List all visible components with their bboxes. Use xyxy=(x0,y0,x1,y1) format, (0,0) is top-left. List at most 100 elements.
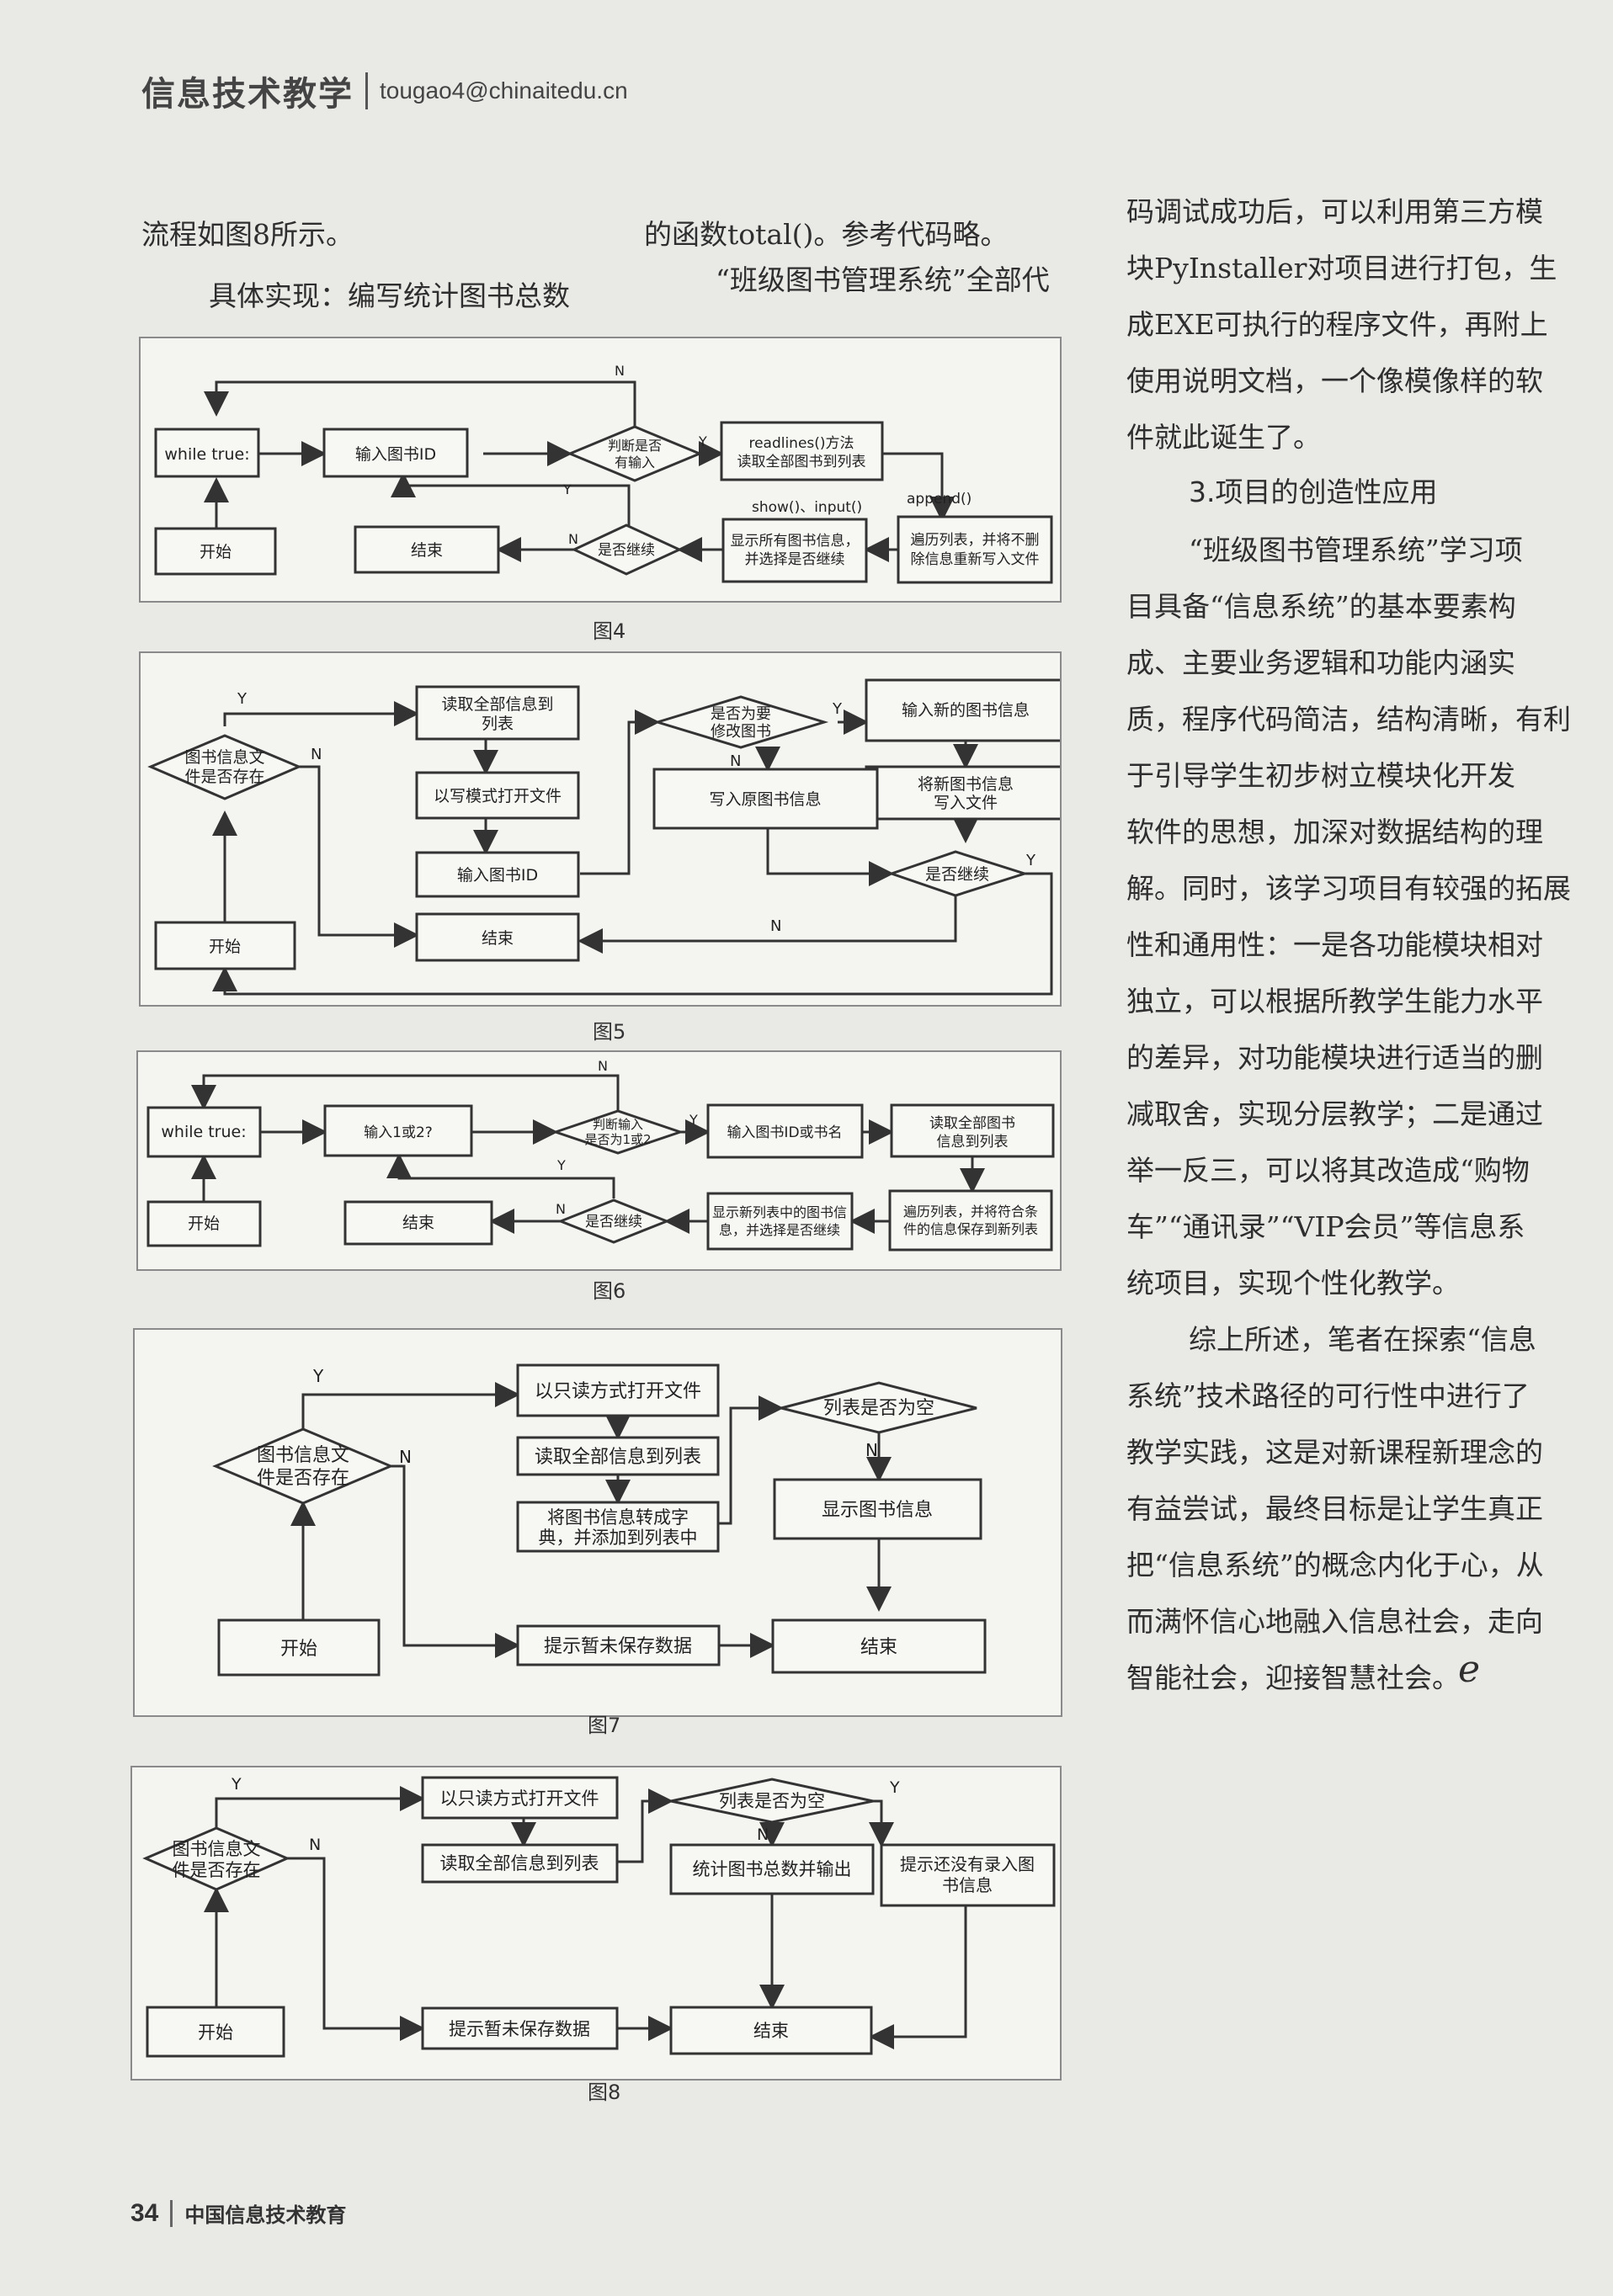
yes-label: Y xyxy=(312,1366,324,1386)
figure-5-caption: 图5 xyxy=(593,1020,626,1044)
nosave-box xyxy=(421,2006,619,2050)
modify-label: 修改图书 xyxy=(711,723,771,741)
start-box xyxy=(154,527,277,576)
is-target-decision xyxy=(652,695,829,749)
list-empty-label: 列表是否为空 xyxy=(823,1398,934,1419)
yes-label: Y xyxy=(698,433,707,449)
right-line: 有益尝试，最终目标是让学生真正 xyxy=(1126,1492,1543,1525)
start-label: 开始 xyxy=(198,2022,233,2043)
read-all-label: 读取全部信息到 xyxy=(441,695,553,714)
judge-label: 判断输入 xyxy=(593,1117,643,1132)
open-read-box xyxy=(516,1363,720,1417)
yes-label: Y xyxy=(889,1778,900,1797)
count-box xyxy=(669,1843,875,1895)
input-id-name-box xyxy=(706,1103,864,1159)
right-line: 块PyInstaller对项目进行打包，生 xyxy=(1126,252,1557,284)
end-label: 结束 xyxy=(402,1214,434,1232)
list-empty-decision xyxy=(670,1778,874,1824)
right-line: 性和通用性：一是各功能模块相对 xyxy=(1126,928,1543,961)
read-all-label: 读取全部信息到列表 xyxy=(440,1853,599,1873)
right-line: 综上所述，笔者在探索“信息 xyxy=(1189,1323,1536,1356)
write-orig-label: 写入原图书信息 xyxy=(709,790,821,809)
figure-4-caption: 图4 xyxy=(593,619,626,643)
left-text-line-2: 具体实现：编写统计图书总数 xyxy=(209,279,570,312)
show-new-label: 显示新列表中的图书信 xyxy=(712,1204,847,1220)
no-label: N xyxy=(865,1440,878,1460)
start-box xyxy=(146,1200,262,1247)
no-label: N xyxy=(309,1836,321,1854)
right-line: 智能社会，迎接智慧社会。 xyxy=(1126,1661,1460,1694)
page-footer: 34 中国信息技术教育 xyxy=(130,2198,346,2228)
file-exists-decision xyxy=(147,734,302,800)
end-label: 结束 xyxy=(753,2021,789,2041)
no-label: N xyxy=(399,1447,412,1467)
to-dict-box xyxy=(516,1501,720,1553)
page-header: 信息技术教学 tougao4@chinaitedu.cn xyxy=(141,66,628,116)
figure-7: 图书信息文 件是否存在 以只读方式打开文件 读取全部信息到列表 将图书信息转成字… xyxy=(133,1328,1062,1717)
right-line: 的差异，对功能模块进行适当的删 xyxy=(1126,1041,1543,1074)
to-dict-label: 将图书信息转成字 xyxy=(547,1507,689,1528)
no-label: N xyxy=(311,746,322,763)
right-line: 把“信息系统”的概念内化于心，从 xyxy=(1126,1549,1544,1581)
end-label: 结束 xyxy=(482,929,514,948)
exists-label: 图书信息文 xyxy=(173,1839,261,1859)
figure-8-caption: 图8 xyxy=(588,2081,621,2104)
no-label: N xyxy=(598,1058,608,1074)
exists-label: 图书信息文 xyxy=(257,1445,349,1466)
right-line: 码调试成功后，可以利用第三方模 xyxy=(1126,195,1543,228)
input-new-label: 输入新的图书信息 xyxy=(902,701,1030,720)
submission-email: tougao4@chinaitedu.cn xyxy=(380,77,628,104)
yes-label: Y xyxy=(237,690,248,708)
no-label: N xyxy=(568,531,578,547)
magazine-name: 中国信息技术教育 xyxy=(184,2203,347,2227)
read-all-label: 信息到列表 xyxy=(937,1134,1009,1151)
while-label: while true: xyxy=(161,1123,246,1141)
figure-4: while true: 输入图书ID 判断是否 有输入 readlines()方… xyxy=(139,337,1062,603)
read-all-box xyxy=(890,1103,1055,1158)
judge-label: 有输入 xyxy=(615,454,655,470)
count-label: 统计图书总数并输出 xyxy=(693,1859,852,1879)
no-label: N xyxy=(615,363,625,379)
right-line: 质，程序代码简洁，结构清晰，有利 xyxy=(1126,703,1571,736)
continue-label: 是否继续 xyxy=(598,542,655,559)
end-label: 结束 xyxy=(860,1637,897,1658)
append-label: append() xyxy=(907,491,972,508)
right-line: 统项目，实现个性化教学。 xyxy=(1126,1267,1460,1299)
read-all-box xyxy=(516,1436,720,1476)
right-line: 而满怀信心地融入信息社会，走向 xyxy=(1126,1605,1543,1638)
figure-5: 图书信息文 件是否存在 读取全部信息到 列表 以写模式打开文件 输入图书ID 是… xyxy=(139,651,1062,1007)
input-check-decision xyxy=(551,1109,684,1155)
write-orig-box xyxy=(652,768,879,830)
while-label: while true: xyxy=(164,445,249,464)
right-line: 独立，可以根据所教学生能力水平 xyxy=(1126,985,1543,1018)
figure-7-caption: 图7 xyxy=(588,1714,621,1737)
page-number: 34 xyxy=(130,2198,159,2227)
read-all-label: 读取全部信息到列表 xyxy=(535,1447,701,1468)
open-read-label: 以只读方式打开文件 xyxy=(535,1381,701,1402)
right-line: 使用说明文档，一个像模像样的软 xyxy=(1126,364,1543,397)
judge-label: 是否为1或2 xyxy=(584,1132,651,1147)
exists-label: 件是否存在 xyxy=(173,1860,261,1880)
traverse-label: 件的信息保存到新列表 xyxy=(903,1221,1038,1237)
end-box xyxy=(343,1200,493,1246)
end-box xyxy=(669,2006,873,2055)
header-divider xyxy=(365,72,368,109)
yes-label: Y xyxy=(689,1112,698,1128)
modify-label: 是否为要 xyxy=(711,705,771,723)
right-line: 于引导学生初步树立模块化开发 xyxy=(1126,759,1515,792)
right-line: 件就此诞生了。 xyxy=(1126,421,1321,454)
while-box xyxy=(146,1106,262,1158)
left-text-line-1: 流程如图8所示。 xyxy=(141,218,354,251)
section-heading: 3.项目的创造性应用 xyxy=(1189,476,1438,508)
exists-label: 件是否存在 xyxy=(257,1468,349,1489)
input-id-name-label: 输入图书ID或书名 xyxy=(727,1124,842,1141)
input-new-box xyxy=(865,678,1060,742)
start-box xyxy=(154,921,296,970)
nosave-label: 提示暂未保存数据 xyxy=(449,2019,590,2039)
exists-label: 图书信息文 xyxy=(184,748,264,767)
judge-label: 判断是否 xyxy=(608,438,662,454)
show-box xyxy=(773,1478,982,1540)
nosave-box xyxy=(516,1624,721,1666)
right-line: 车”“通讯录”“VIP会员”等信息系 xyxy=(1126,1210,1525,1243)
exists-label: 件是否存在 xyxy=(184,768,264,786)
